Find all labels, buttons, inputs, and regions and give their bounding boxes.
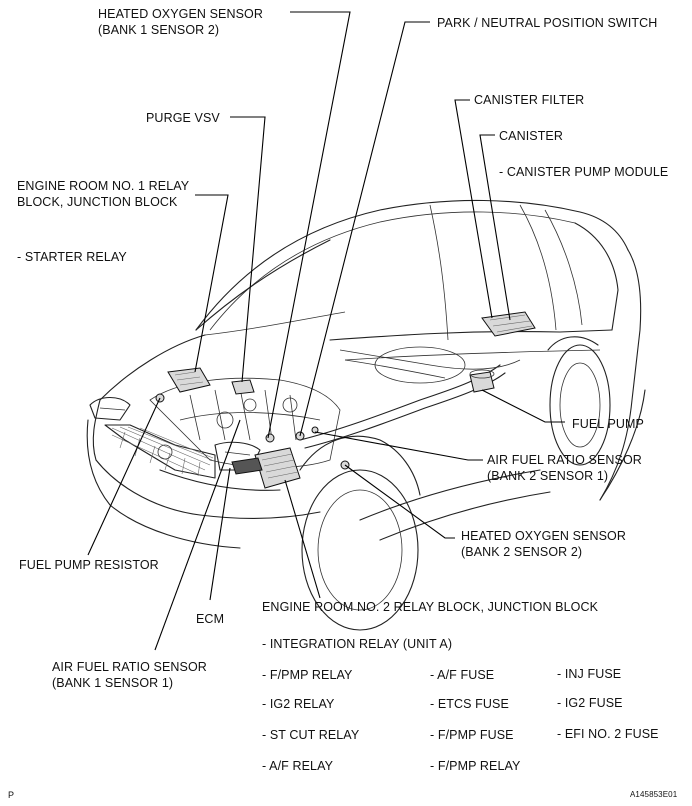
leader-lines: [87, 11, 565, 651]
relay-list-column-2: - A/F FUSE - ETCS FUSE - F/PMP FUSE - F/…: [430, 667, 520, 774]
relay-list-column-3: - INJ FUSE - IG2 FUSE - EFI NO. 2 FUSE: [557, 666, 659, 742]
front-grille: [104, 424, 216, 479]
relay-item: - INJ FUSE: [557, 667, 622, 681]
label-fuel-pump: FUEL PUMP: [572, 417, 644, 431]
figure-code: A145853E01: [630, 790, 678, 799]
fuel-pump-part: [469, 369, 495, 393]
relay-item: - F/PMP RELAY: [430, 759, 521, 773]
canister-part: [481, 311, 536, 337]
relay-item: - A/F FUSE: [430, 668, 495, 682]
label-air-fuel-ratio-sensor-bank2-sensor1: AIR FUEL RATIO SENSOR (BANK 2 SENSOR 1): [487, 453, 642, 483]
relay-list-column-1: - F/PMP RELAY - IG2 RELAY - ST CUT RELAY…: [262, 667, 359, 774]
label-canister: CANISTER: [499, 129, 564, 143]
engine-room-no1-relay-block: [167, 367, 211, 393]
label-purge-vsv: PURGE VSV: [146, 111, 220, 125]
sensors: [155, 393, 350, 470]
relay-item: - ST CUT RELAY: [262, 728, 360, 742]
relay-item: - F/PMP RELAY: [262, 668, 353, 682]
label-canister-filter: CANISTER FILTER: [474, 93, 585, 107]
label-ecm: ECM: [196, 612, 225, 626]
front-wheel: [299, 435, 421, 631]
label-integration-relay: - INTEGRATION RELAY (UNIT A): [262, 637, 453, 651]
label-starter-relay: - STARTER RELAY: [17, 250, 127, 264]
label-park-neutral-position-switch: PARK / NEUTRAL POSITION SWITCH: [437, 16, 658, 30]
label-heated-oxygen-sensor-bank1-sensor2: HEATED OXYGEN SENSOR (BANK 1 SENSOR 2): [98, 7, 263, 37]
label-air-fuel-ratio-sensor-bank1-sensor1: AIR FUEL RATIO SENSOR (BANK 1 SENSOR 1): [52, 660, 207, 690]
purge-vsv-part: [231, 379, 255, 395]
relay-item: - ETCS FUSE: [430, 697, 509, 711]
relay-item: - F/PMP FUSE: [430, 728, 514, 742]
relay-item: - EFI NO. 2 FUSE: [557, 727, 659, 741]
engine-room-no2-relay-block: [254, 447, 301, 489]
rear-wheel: [547, 336, 611, 466]
label-engine-room-no2-relay-block: ENGINE ROOM NO. 2 RELAY BLOCK, JUNCTION …: [262, 600, 599, 614]
relay-item: - A/F RELAY: [262, 759, 334, 773]
relay-item: - IG2 RELAY: [262, 697, 335, 711]
label-engine-room-no1-relay-block: ENGINE ROOM NO. 1 RELAY BLOCK, JUNCTION …: [17, 179, 190, 209]
label-canister-pump-module: - CANISTER PUMP MODULE: [499, 165, 669, 179]
label-heated-oxygen-sensor-bank2-sensor2: HEATED OXYGEN SENSOR (BANK 2 SENSOR 2): [461, 529, 626, 559]
exhaust-and-fuel-lines: [299, 346, 521, 449]
ecm-part: [231, 457, 263, 475]
corner-letter: P: [8, 790, 15, 800]
car-body-outline: [86, 199, 646, 549]
label-fuel-pump-resistor: FUEL PUMP RESISTOR: [19, 558, 159, 572]
relay-item: - IG2 FUSE: [557, 696, 623, 710]
